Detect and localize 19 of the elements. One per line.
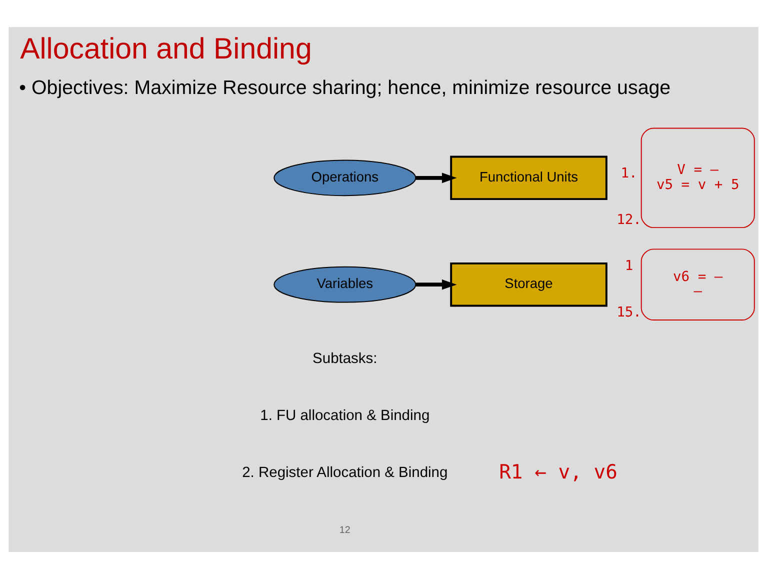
node-box: Functional Units xyxy=(450,156,608,200)
arrow xyxy=(416,172,457,184)
label: Subtasks: xyxy=(312,350,378,367)
node-label: 1 xyxy=(624,258,634,274)
node-ellipse: Variables xyxy=(274,266,416,303)
label: 1. FU allocation & Binding xyxy=(260,408,430,424)
arrow xyxy=(416,279,457,290)
label: R1 ← v, v6 xyxy=(499,460,618,484)
node-label: 1. xyxy=(620,166,638,182)
node-label: 15. xyxy=(616,304,642,320)
label: 2. Register Allocation & Binding xyxy=(242,464,448,481)
label: • Objectives: Maximize Resource sharing; hence, minimize resource usage xyxy=(19,76,671,99)
node-box: v6 = — — xyxy=(640,248,755,320)
label: 12 xyxy=(339,524,350,536)
node-box: V = — v5 = v + 5 xyxy=(640,128,755,228)
diagram-title: Allocation and Binding xyxy=(20,32,312,66)
node-label: 12. xyxy=(616,212,642,228)
node-box: Storage xyxy=(450,262,608,307)
node-ellipse: Operations xyxy=(274,160,416,196)
